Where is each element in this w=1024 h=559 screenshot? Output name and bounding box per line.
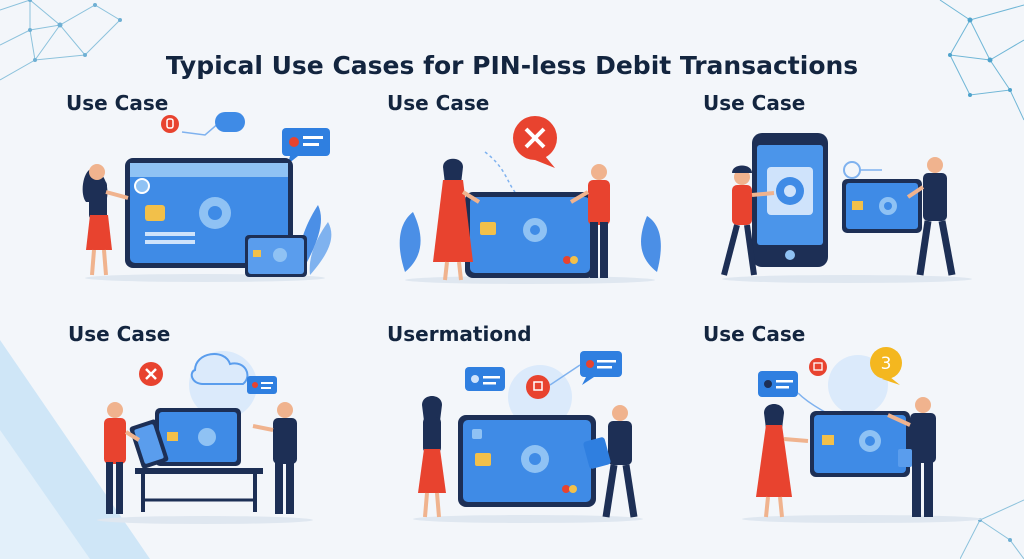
chat-bubble-icon: [282, 128, 330, 164]
woman-figure: [756, 404, 809, 518]
page-title: Typical Use Cases for PIN-less Debit Tra…: [165, 50, 859, 80]
error-bubble-icon: [139, 362, 163, 386]
scene-card-payment-woman: [82, 112, 332, 282]
scene-in-store-payment: 3: [742, 347, 982, 523]
handheld-card-icon: [129, 419, 169, 469]
man-figure-left: [104, 402, 141, 514]
error-bubble-icon: [513, 116, 557, 168]
debit-card-icon: [842, 179, 922, 233]
alert-bubble-icon: [809, 358, 827, 376]
chat-bubble-right-icon: [580, 351, 622, 385]
use-case-label-1: Use Case: [66, 91, 169, 115]
notification-badge-icon: 3: [870, 347, 902, 385]
card-terminal-icon: [155, 408, 241, 466]
woman-figure: [721, 165, 775, 276]
scene-tablet-payment: [413, 351, 643, 523]
debit-card-small-icon: [245, 235, 307, 277]
counter-table: [135, 468, 263, 512]
use-case-label-5: Usermationd: [387, 322, 532, 346]
man-figure: [583, 405, 638, 518]
chat-bubble-left-icon: [465, 367, 505, 391]
network-mesh-bottom-right: [960, 499, 1024, 559]
use-case-label-4: Use Case: [68, 322, 171, 346]
network-mesh-top-right: [939, 0, 1024, 121]
debit-card-icon: [810, 411, 910, 477]
woman-figure: [418, 396, 446, 518]
cloud-icon: [215, 112, 245, 132]
alert-bubble-icon: [161, 115, 179, 133]
network-mesh-top-left: [0, 0, 122, 81]
debit-card-icon: [458, 415, 596, 507]
chat-bubble-left-icon: [758, 371, 798, 397]
man-figure: [887, 397, 936, 517]
woman-figure: [82, 164, 150, 276]
notification-badge-number: 3: [881, 354, 892, 374]
chat-bubble-icon: [247, 376, 277, 394]
scene-counter-payment: [97, 351, 313, 524]
man-figure: [906, 157, 956, 276]
use-case-label-2: Use Case: [387, 91, 490, 115]
smartphone-icon: [752, 133, 828, 267]
use-case-label-3: Use Case: [703, 91, 806, 115]
scene-mobile-payment: [721, 133, 972, 283]
woman-figure: [433, 158, 481, 281]
scene-declined-card-payment: [399, 116, 661, 284]
man-figure: [569, 164, 610, 278]
use-case-label-6: Use Case: [703, 322, 806, 346]
man-figure-right: [252, 402, 297, 514]
debit-card-icon: [465, 192, 595, 278]
alert-bubble-icon: [526, 375, 550, 399]
